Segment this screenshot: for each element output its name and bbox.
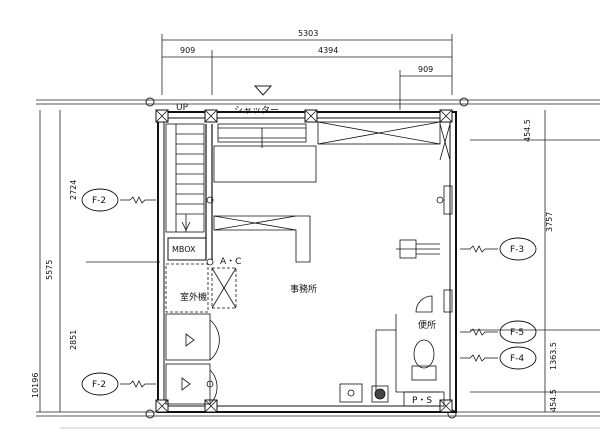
entrance-marker-icon bbox=[253, 85, 273, 96]
dim-right-top: 454.5 bbox=[523, 119, 532, 142]
dim-top-left: 909 bbox=[180, 46, 195, 55]
fixture-callout-f3: F-3 bbox=[460, 237, 537, 261]
top-dimensions bbox=[161, 34, 453, 110]
dim-right-mid: 3757 bbox=[545, 212, 554, 232]
dim-right-lower: 1363.5 bbox=[549, 342, 558, 370]
svg-text:F-3: F-3 bbox=[510, 245, 524, 255]
dim-left-total: 5575 bbox=[45, 260, 54, 280]
dim-left-overall: 10196 bbox=[31, 373, 40, 398]
label-ac: A・C bbox=[220, 257, 241, 267]
svg-text:F-2: F-2 bbox=[92, 380, 106, 390]
doors-left bbox=[165, 313, 220, 405]
fixture-callout-f2-upper: F-2 bbox=[81, 188, 156, 212]
svg-text:F-4: F-4 bbox=[510, 354, 524, 364]
stairs bbox=[165, 123, 205, 233]
dim-top-total: 5303 bbox=[298, 29, 318, 38]
shutter bbox=[217, 123, 307, 148]
dim-right-bottom: 454.5 bbox=[549, 389, 558, 412]
label-up: UP bbox=[176, 103, 189, 113]
fixture-callout-f5: F-5 bbox=[460, 320, 537, 344]
dim-left-upper: 2724 bbox=[69, 180, 78, 200]
label-shutter: シャッター bbox=[234, 105, 279, 116]
label-toilet: 便所 bbox=[418, 319, 436, 331]
label-office: 事務所 bbox=[290, 283, 317, 295]
dim-top-right: 4394 bbox=[318, 46, 338, 55]
ac-unit bbox=[211, 267, 237, 309]
svg-text:F-5: F-5 bbox=[510, 328, 524, 338]
fixture-callout-f4: F-4 bbox=[460, 346, 537, 370]
outdoor-unit-area bbox=[165, 263, 209, 313]
fixture-f3-unit bbox=[396, 239, 440, 259]
label-ps: P・S bbox=[412, 396, 432, 406]
svg-text:F-2: F-2 bbox=[92, 196, 106, 206]
label-mbox: MBOX bbox=[172, 245, 196, 254]
dim-left-lower: 2851 bbox=[69, 330, 78, 350]
shutter-pocket bbox=[213, 145, 317, 183]
grid-lines bbox=[36, 99, 600, 417]
label-outdoor-unit: 室外機 bbox=[180, 291, 207, 303]
fixture-callout-f2-lower: F-2 bbox=[81, 372, 156, 396]
toilet-room bbox=[375, 295, 445, 407]
counter bbox=[213, 215, 311, 263]
dim-top-right-small: 909 bbox=[418, 65, 433, 74]
